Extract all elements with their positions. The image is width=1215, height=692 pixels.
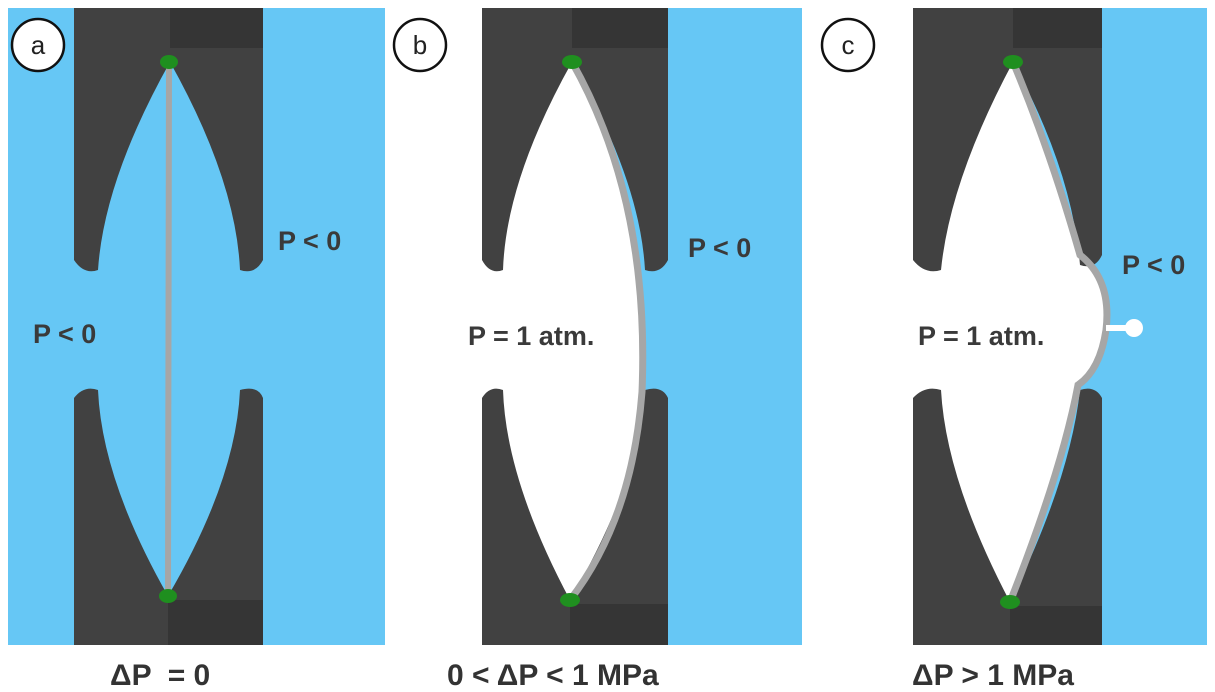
cell-wall-upper: [482, 8, 668, 272]
panel-letter-badge: [392, 17, 448, 73]
panel-letter: a: [31, 30, 46, 60]
left-pressure-label: P = 1 atm.: [468, 321, 594, 351]
torus-anchor-bottom: [159, 589, 177, 603]
left-pressure-label: P < 0: [33, 319, 96, 349]
cell-wall-upper-shade: [170, 8, 263, 48]
pit-membrane: [567, 60, 647, 603]
water-region: [8, 8, 385, 645]
cell-wall-lower-shade: [168, 600, 263, 645]
panel-letter-badge: [820, 17, 876, 73]
panel-b: b P < 0 P = 1 atm.: [392, 8, 802, 645]
torus-anchor-top: [160, 55, 178, 69]
panel-letter-badge: [10, 17, 66, 73]
cell-wall-lower: [482, 388, 668, 645]
torus-anchor-top: [1003, 55, 1023, 69]
cell-wall-upper: [913, 8, 1102, 272]
air-region: [833, 8, 1107, 645]
panel-letter: c: [842, 30, 855, 60]
cell-wall-upper: [74, 8, 263, 272]
panel-letter: b: [413, 30, 427, 60]
air-seed-bubble: [1125, 319, 1143, 337]
panel-c: c P < 0 P = 1 atm.: [820, 8, 1207, 645]
caption-a: ΔP = 0: [110, 659, 210, 692]
torus-anchor-bottom: [560, 593, 580, 607]
caption-c: ΔP > 1 MPa: [912, 659, 1074, 692]
torus-anchor-top: [562, 55, 582, 69]
air-region: [415, 8, 643, 645]
cell-wall-lower: [74, 388, 263, 645]
left-pressure-label: P = 1 atm.: [918, 321, 1044, 351]
panel-a: a P < 0 P < 0: [8, 8, 385, 645]
caption-b: 0 < ΔP < 1 MPa: [447, 659, 659, 692]
cell-wall-lower-shade: [1010, 606, 1102, 645]
pit-membrane: [165, 61, 172, 597]
cell-wall-upper-shade: [572, 8, 668, 48]
torus-anchor-bottom: [1000, 595, 1020, 609]
cell-wall-lower: [913, 388, 1102, 645]
cell-wall-lower-shade: [570, 604, 668, 645]
right-pressure-label: P < 0: [688, 233, 751, 263]
cell-wall-upper-shade: [1013, 8, 1102, 48]
right-pressure-label: P < 0: [278, 226, 341, 256]
right-pressure-label: P < 0: [1122, 250, 1185, 280]
